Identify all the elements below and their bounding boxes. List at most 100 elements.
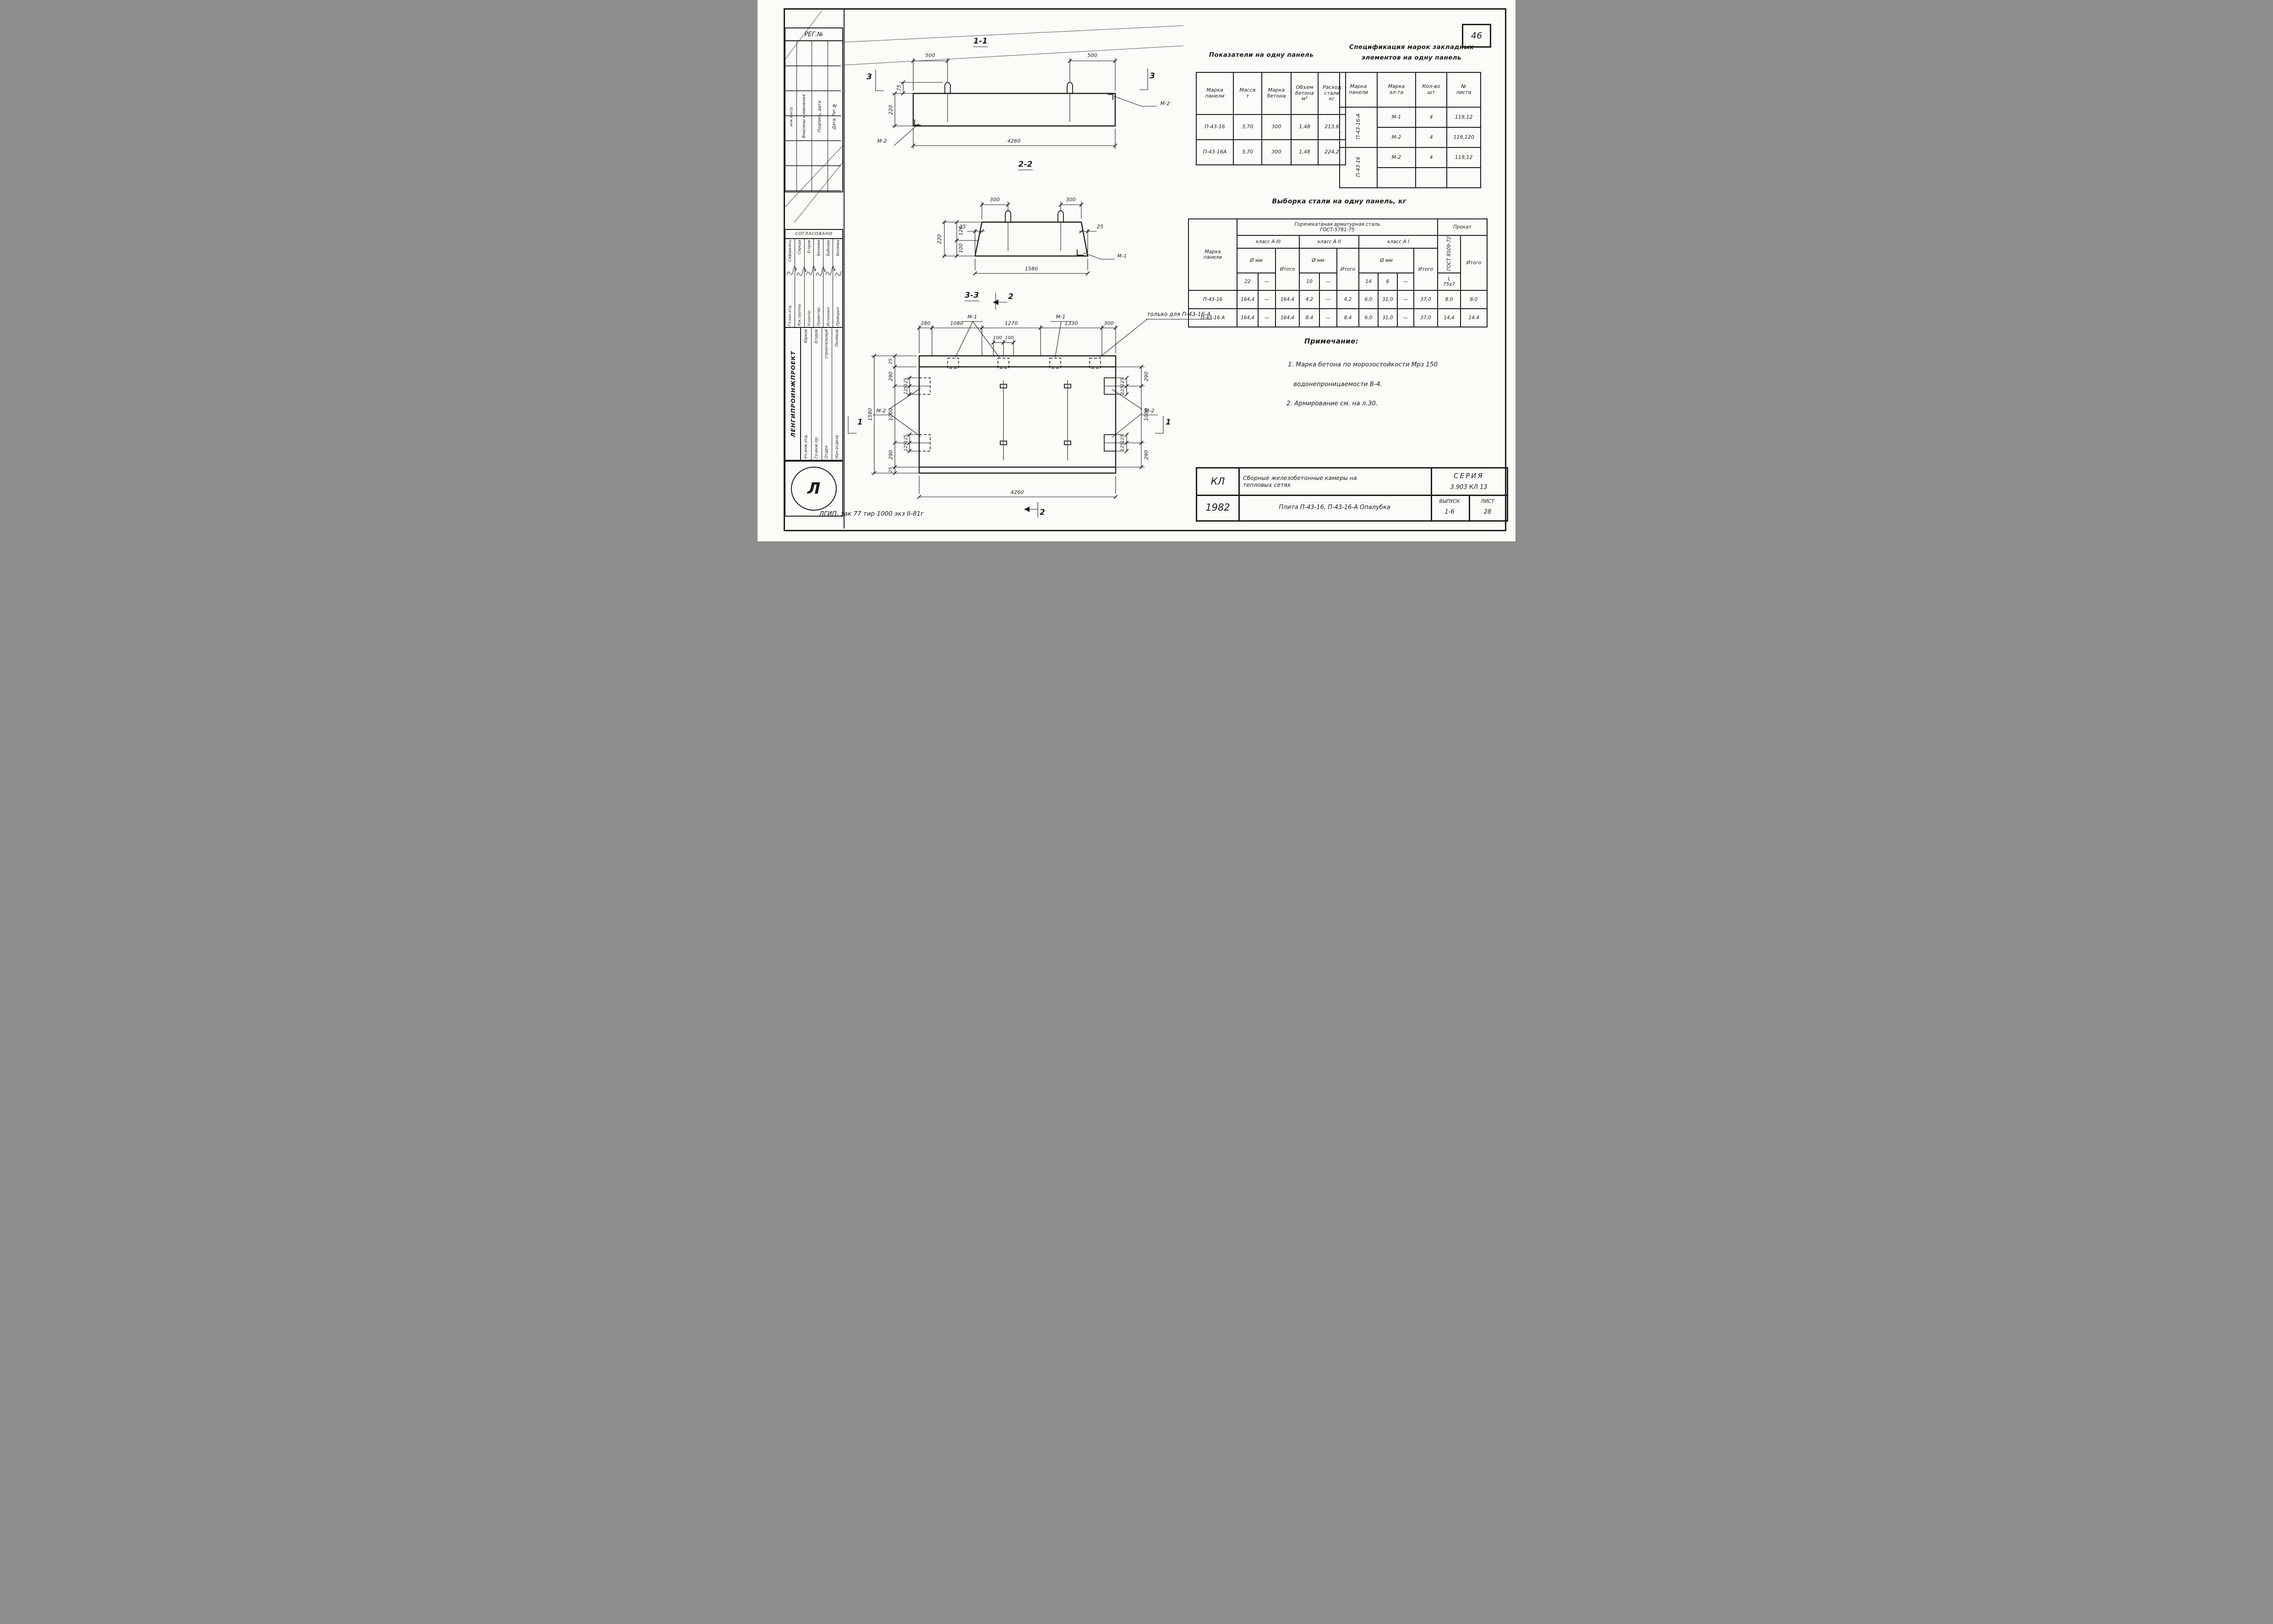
dimension-ticks [872,59,1144,499]
col-header-prokat: Прокат [1437,218,1488,236]
cell: 119,120 [1446,127,1481,148]
section-mark-1-left: 1 [857,418,863,427]
col-header: Марка бетона [1261,72,1292,115]
dept-role: Отдел [824,445,829,458]
cell: — [1319,290,1337,310]
organization-emblem: Л [785,461,843,517]
notes-title: Примечание: [1304,337,1359,345]
panel-group-label: П-43-16-А [1355,114,1361,140]
emblem-circle-icon: Л [791,467,837,511]
cell: 14.4 [1460,308,1488,328]
cell: 8.4 [1299,308,1320,328]
dept-name: строительный [824,329,829,359]
dim-100-a: 100 [993,335,1002,341]
dept-role: Нач.отдела [835,435,840,458]
cell: 164,4 [1237,308,1259,328]
angle-profile: L 75x7 [1437,272,1461,291]
col-header: Марка панели [1196,72,1234,115]
cell: 119,12 [1446,147,1481,168]
dim-100-b: 100 [1005,335,1014,341]
cell: 4 [1415,147,1447,168]
dim-290-top-right: 290 [1143,371,1150,381]
series-value: 3.903 КЛ 13 [1450,484,1488,491]
dia-value: — [1319,272,1337,291]
section-2-2-title: 2-2 [1018,160,1033,169]
table-row: П-43-16-А М-1 4 119,12 [1339,107,1481,148]
class-a2-header: класс А II [1299,235,1359,249]
dashed-embed-plates [919,358,1101,452]
cell: 6.0 [1358,290,1379,310]
reg-header: РЕГ.№ [785,28,842,41]
dim-300-left: 300 [990,196,1000,203]
label-m1-plan-right: М-1 [1056,314,1066,320]
dim-125-e: 125 [1120,377,1125,387]
col-header: № листа [1446,72,1481,108]
steel-table: Марка панели Горячекатаная арматурная ст… [1188,218,1488,328]
table-row: П-43-16 М-2 4 119,12 [1339,147,1481,188]
vypusk-label: ВЫПУСК [1439,499,1460,504]
sheet-frame [784,8,1506,531]
col-header: Кол-во шт [1415,72,1447,108]
cell: — [1258,290,1276,310]
dim-120: 120 [958,226,964,236]
itogo-header: Итого [1275,247,1300,291]
cell: — [1258,308,1276,328]
dept-role: Уч.инж.отд. [803,434,808,458]
panel-group-label: П-43-16 [1355,157,1361,177]
indicators-table-title: Показатели на одну панель [1209,51,1314,59]
reg-col-label: Дата, Рег.№ [832,103,837,130]
cell: 164.4 [1275,290,1300,310]
dept-name: Поляков [835,329,840,347]
col-header: Марка панели [1188,218,1237,291]
dept-role: Гл.инж.пр. [814,436,819,458]
dim-75: 75 [896,85,902,91]
table-row: П-43-16А 3,70 300 1,48 224,2 [1196,139,1346,165]
project-title: Сборные железобетонные камеры на тепловы… [1243,474,1357,488]
cell: 1,48 [1291,114,1319,140]
spec-table: Марка панели Марка эл-та Кол-во шт № лис… [1339,72,1481,188]
dim-1580-plan: 1580 [867,408,873,421]
dia-value: 6 [1378,272,1398,291]
note-1b: водонепроницаемости В-4. [1293,381,1382,388]
cell: М-2 [1377,147,1416,168]
dim-500-left: 500 [925,52,935,59]
section-mark-3-right: 3 [1149,71,1156,81]
dia-header: Ø мм [1358,247,1414,274]
cell: М-1 [1377,107,1416,128]
section-1-1-title: 1-1 [973,37,988,46]
cell: М-2 [1377,127,1416,148]
dim-125-h: 125 [1120,442,1125,452]
cell: 300 [1261,139,1292,165]
sheet-title: Плита П-43-16, П-43-16-А Опалубка [1279,504,1390,511]
col-header-hot-rolled: Горячекатаная арматурная сталь ГОСТ-5781… [1237,218,1438,236]
label-m1-s2: М-1 [1117,253,1127,259]
cell: 3,70 [1233,139,1262,165]
dim-290-bot-left: 290 [888,450,894,460]
signer-role: Исполнил [826,307,830,326]
cell [1415,167,1447,188]
label-m2-left-s1: М-2 [877,138,887,144]
cell: 164.4 [1275,308,1300,328]
cell: 37,0 [1413,290,1438,310]
signer-role: Проектир. [816,306,821,326]
col-header: Масса т [1233,72,1262,115]
dim-125-g: 125 [1120,434,1125,443]
note-1: 1. Марка бетона по морозостойкости Мрз 1… [1288,361,1438,368]
label-m2-plan-right: М-2 [1145,408,1155,414]
indicators-table: Марка панели Масса т Марка бетона Объем … [1196,72,1346,165]
series-label: СЕРИЯ [1454,472,1484,480]
signer-role: Проверил [835,307,840,326]
cell: 4 [1415,107,1447,128]
cell: — [1319,308,1337,328]
emblem-letter: Л [807,480,821,498]
reg-col-label: инж.контр. [789,106,793,127]
reg-col-label: Внесены изменения [802,94,807,138]
itogo-header: Итого [1460,234,1488,291]
drawing-linework [785,11,1212,518]
cell: 6.0 [1358,308,1379,328]
approved-label: СОГЛАСОВАНО [785,230,842,239]
dim-25-top: 25 [888,358,894,365]
dia-value: 22 [1237,272,1259,291]
left-stamp-column: РЕГ.№ инж.контр. Внесены изменения Подпи… [784,8,845,529]
year: 1982 [1205,502,1230,513]
